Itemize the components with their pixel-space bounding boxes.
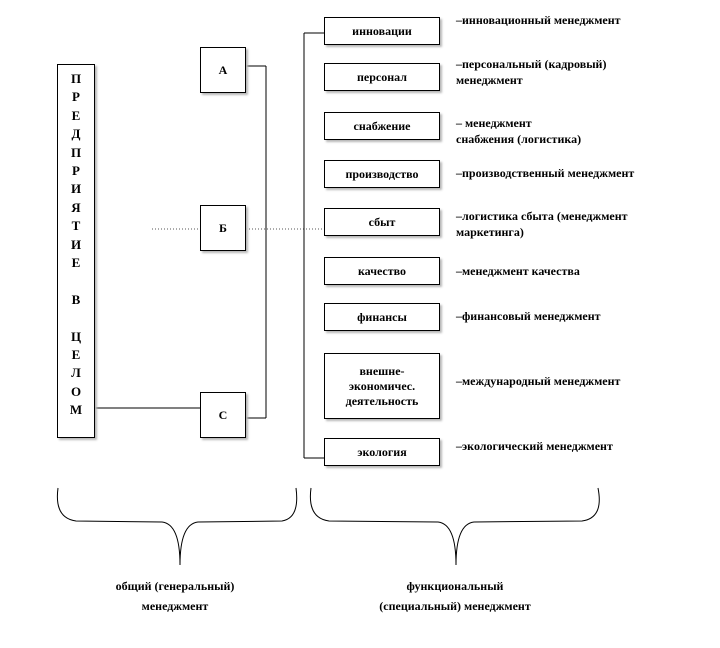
function-box: качество bbox=[324, 257, 440, 285]
enterprise-letter: Д bbox=[71, 126, 81, 142]
enterprise-letter: Е bbox=[71, 107, 81, 123]
function-description: –инновационный менеджмент bbox=[456, 13, 621, 27]
enterprise-letter: Я bbox=[71, 199, 81, 215]
enterprise-letter: П bbox=[70, 71, 82, 86]
general-management-caption: общий (генеральный) менеджмент bbox=[115, 579, 235, 613]
enterprise-letter: О bbox=[70, 383, 82, 399]
enterprise-letter: В bbox=[71, 291, 81, 307]
function-description: –персональный (кадровый) менеджмент bbox=[456, 57, 607, 87]
enterprise-letter: П bbox=[70, 144, 82, 160]
enterprise-letter: Т bbox=[71, 218, 81, 234]
function-box: производство bbox=[324, 160, 440, 188]
functional-brace bbox=[309, 487, 600, 566]
functional-management-caption: функциональный (специальный) менеджмент bbox=[379, 579, 531, 613]
function-box: финансы bbox=[324, 303, 440, 331]
enterprise-letter: Ц bbox=[70, 328, 82, 344]
function-box: инновации bbox=[324, 17, 440, 45]
function-box: персонал bbox=[324, 63, 440, 91]
enterprise-letter: Р bbox=[72, 89, 80, 105]
function-description: –менеджмент качества bbox=[456, 264, 580, 278]
enterprise-letter: И bbox=[70, 236, 82, 252]
function-description: –международный менеджмент bbox=[456, 374, 621, 388]
function-box: снабжение bbox=[324, 112, 440, 140]
function-description: –производственный менеджмент bbox=[456, 166, 635, 180]
function-box: внешне- экономичес. деятельность bbox=[324, 353, 440, 419]
enterprise-letter: Е bbox=[71, 255, 81, 270]
function-description: –экологический менеджмент bbox=[456, 439, 613, 453]
level-box-c: С bbox=[200, 392, 246, 438]
function-description: – менеджмент снабжения (логистика) bbox=[456, 116, 582, 146]
function-description: –финансовый менеджмент bbox=[456, 309, 601, 323]
enterprise-letter: И bbox=[70, 181, 82, 197]
enterprise-letter: Л bbox=[71, 365, 81, 381]
function-box: экология bbox=[324, 438, 440, 466]
function-box: сбыт bbox=[324, 208, 440, 236]
function-description: –логистика сбыта (менеджмент маркетинга) bbox=[456, 209, 628, 239]
level-box-b: Б bbox=[200, 205, 246, 251]
enterprise-letter: Р bbox=[72, 163, 80, 178]
level-box-a: А bbox=[200, 47, 246, 93]
enterprise-letter: Е bbox=[71, 347, 81, 362]
general-brace bbox=[56, 487, 298, 566]
enterprise-letter: М bbox=[69, 402, 83, 418]
